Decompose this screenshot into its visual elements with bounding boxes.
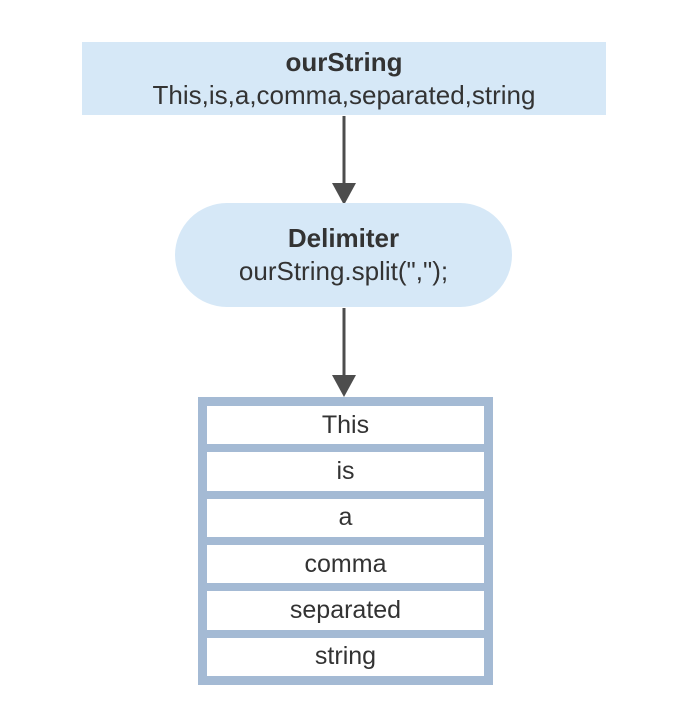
- arrow-down-icon: [332, 308, 356, 397]
- delimiter-code: ourString.split(",");: [238, 256, 449, 286]
- delimiter-title: Delimiter: [287, 223, 400, 253]
- source-string-value: This,is,a,comma,separated,string: [152, 79, 536, 110]
- list-item: is: [207, 452, 484, 491]
- source-string-title: ourString: [285, 46, 403, 77]
- delimiter-node: Delimiter ourString.split(",");: [175, 203, 512, 307]
- source-string-node: ourString This,is,a,comma,separated,stri…: [82, 42, 606, 115]
- list-item: comma: [207, 544, 484, 584]
- list-item: This: [207, 406, 484, 445]
- list-item: a: [207, 498, 484, 537]
- list-item: separated: [207, 591, 484, 630]
- list-item: string: [207, 637, 484, 676]
- result-list: This is a comma separated string: [198, 397, 493, 685]
- arrow-down-icon: [332, 116, 356, 205]
